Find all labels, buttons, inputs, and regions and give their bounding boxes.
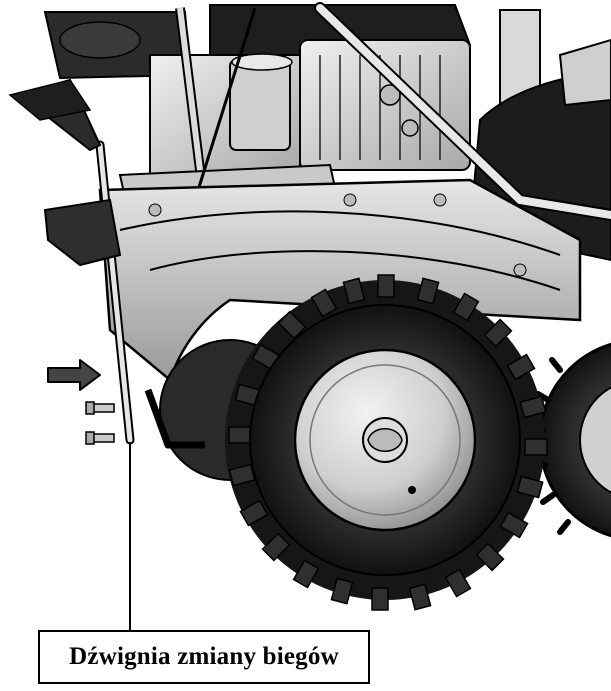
mounting-hardware [85, 388, 205, 449]
front-wheel [225, 274, 548, 611]
engine-block [118, 39, 471, 222]
callout-label: Dźwignia zmiany biegów [69, 643, 339, 670]
callout-box: Dźwignia zmiany biegów [38, 630, 370, 684]
handle-bar [175, 2, 611, 221]
chassis-frame [98, 178, 582, 383]
shift-lever [8, 78, 135, 445]
right-arrow-icon [47, 359, 101, 391]
